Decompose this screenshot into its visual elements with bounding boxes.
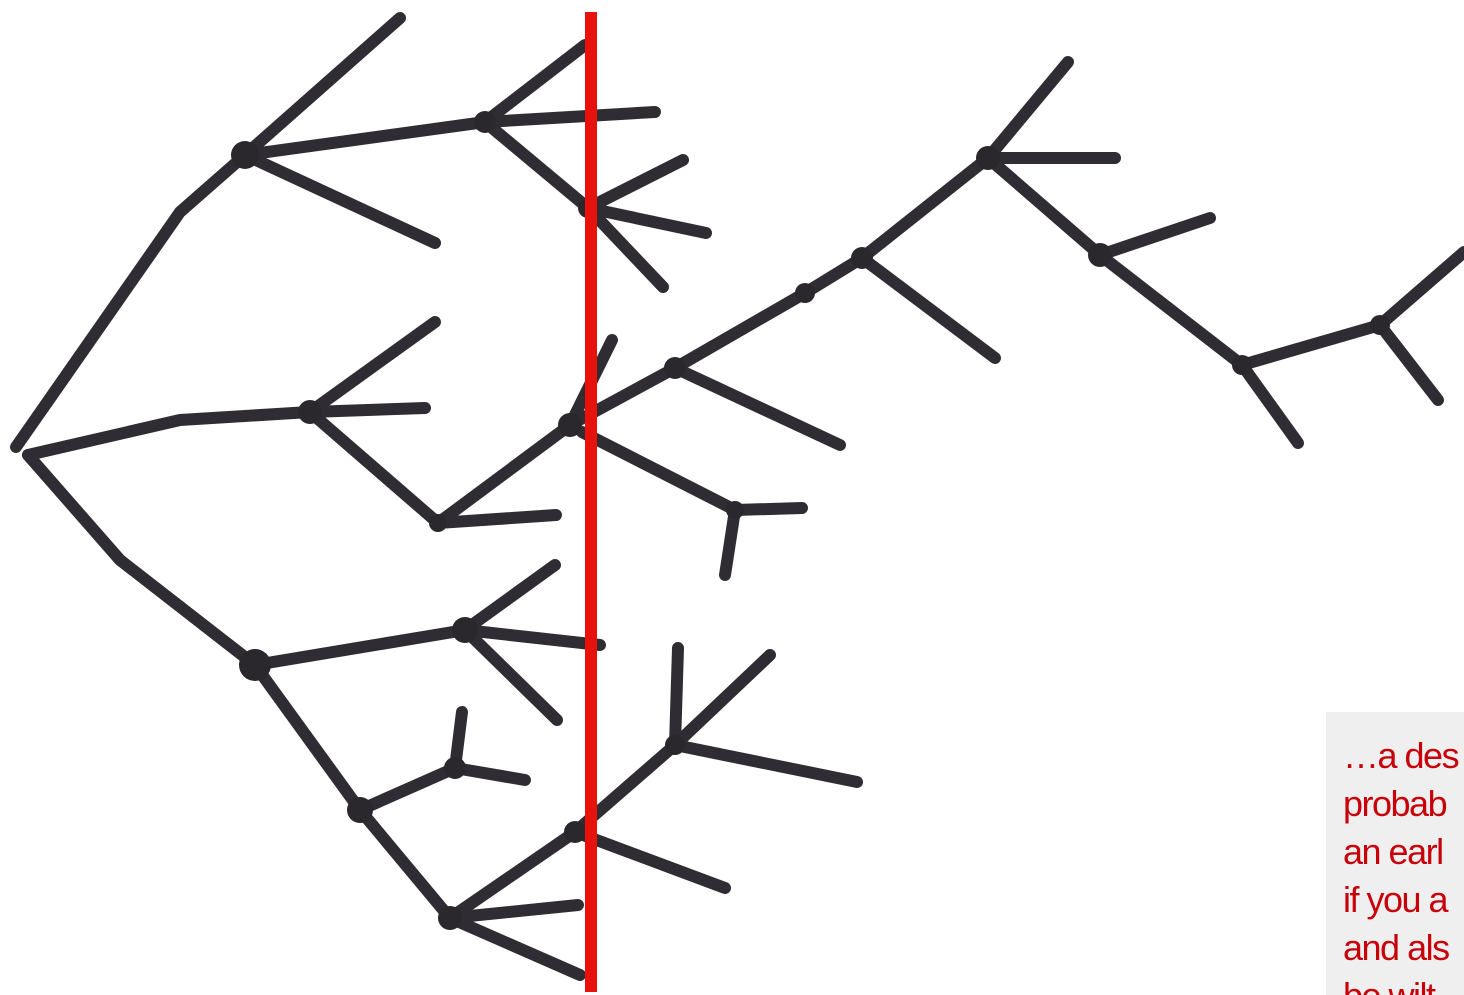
caption-line: if you a bbox=[1343, 880, 1447, 920]
node bbox=[851, 247, 873, 269]
right-tree-branch-8 bbox=[1242, 365, 1298, 443]
left-low-branch-10 bbox=[575, 832, 725, 888]
right-tree-branch-3 bbox=[725, 510, 735, 575]
node bbox=[239, 649, 271, 681]
left-top-branch-4 bbox=[485, 122, 588, 208]
node bbox=[347, 797, 373, 823]
left-top-branch-5 bbox=[588, 160, 683, 208]
caption-line: be wilt bbox=[1343, 976, 1435, 995]
node bbox=[726, 501, 744, 519]
node bbox=[976, 146, 1000, 170]
left-mid-branch-1 bbox=[310, 408, 425, 412]
left-low-branch-7 bbox=[450, 655, 770, 918]
node bbox=[1370, 315, 1390, 335]
node bbox=[664, 357, 686, 379]
right-tree-branch-4 bbox=[862, 258, 995, 358]
left-tree bbox=[16, 18, 857, 975]
node bbox=[429, 514, 447, 532]
caption-line: …a des bbox=[1343, 736, 1458, 776]
right-tree bbox=[570, 62, 1464, 575]
node bbox=[452, 617, 478, 643]
node bbox=[1232, 355, 1252, 375]
node bbox=[231, 141, 259, 169]
left-low-branch-1 bbox=[255, 630, 600, 665]
node bbox=[1088, 243, 1112, 267]
node bbox=[444, 757, 466, 779]
left-top-branch-2 bbox=[245, 155, 435, 243]
node bbox=[564, 821, 586, 843]
left-low-branch-4 bbox=[360, 768, 525, 810]
caption-line: an earl bbox=[1343, 832, 1443, 872]
left-low-branch-8 bbox=[675, 648, 678, 745]
right-tree-branch-9 bbox=[1380, 325, 1438, 400]
caption-box: …a des probab an earl if you a and als b… bbox=[1326, 712, 1464, 995]
left-low-branch-2 bbox=[465, 565, 555, 630]
right-tree-branch-1 bbox=[675, 368, 840, 445]
node bbox=[438, 906, 462, 930]
node bbox=[795, 283, 815, 303]
caption-line: and als bbox=[1343, 928, 1449, 968]
left-tree-trunk-lower bbox=[28, 455, 580, 975]
left-mid-branch-2 bbox=[310, 412, 438, 523]
caption-line: probab bbox=[1343, 784, 1446, 824]
right-tree-branch-7 bbox=[1100, 218, 1210, 255]
left-top-branch-3 bbox=[485, 45, 585, 122]
node bbox=[298, 400, 322, 424]
node bbox=[474, 111, 496, 133]
right-tree-branch-2 bbox=[582, 432, 802, 510]
left-low-branch-9 bbox=[675, 745, 857, 782]
node bbox=[558, 413, 582, 437]
node bbox=[665, 735, 685, 755]
